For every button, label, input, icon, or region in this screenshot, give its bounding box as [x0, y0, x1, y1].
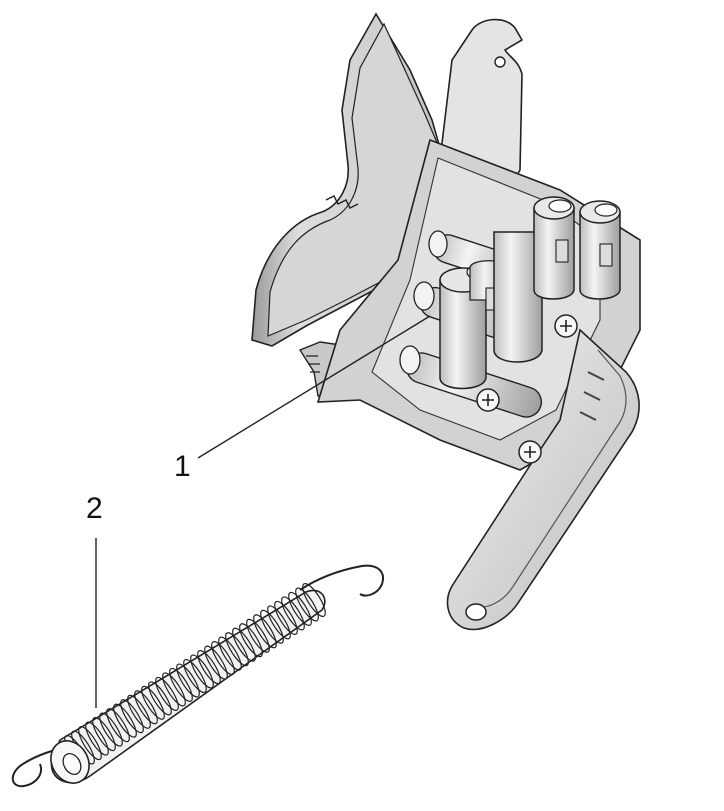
spring-hook-left [11, 745, 77, 788]
spring-coil-turn [141, 685, 165, 720]
lever-arm [446, 328, 640, 631]
spring-coil-turn [113, 703, 137, 738]
lever-end-hole [465, 603, 487, 621]
screw-2 [476, 388, 500, 412]
spring-coil-turn [190, 654, 214, 689]
hook-hole [494, 56, 506, 68]
spring-coil-turn [239, 623, 263, 658]
spring-coil-turn [78, 726, 102, 761]
spring-coil-turn [169, 667, 193, 702]
mechanism-assembly [251, 12, 641, 631]
spring-coil-turn [106, 708, 130, 743]
spring-coil-turn [92, 717, 116, 752]
wing-notch-teeth [325, 195, 359, 209]
spring-coil-turn [162, 672, 186, 707]
spring-coils [64, 582, 326, 770]
spring-end-coil-inner [62, 753, 82, 775]
screw-3 [518, 440, 542, 464]
spring-coil-turn [232, 627, 256, 662]
spring-coil-turn [176, 663, 200, 698]
spring-coil-turn [225, 632, 249, 667]
spring-coil-turn [197, 650, 221, 685]
wing-plate-front-face [267, 22, 441, 337]
callout-2: 2 [86, 492, 103, 708]
spring-coil-turn [155, 676, 179, 711]
lower-tab-teeth [306, 355, 320, 373]
callout-label-1: 1 [174, 450, 191, 483]
spring-coil-turn [85, 721, 109, 756]
lever-slots [579, 371, 605, 421]
spring-coil-turn [148, 681, 172, 716]
spring-coil-turn [127, 694, 151, 729]
spring-coil-turn [274, 600, 298, 635]
screw-1 [554, 314, 578, 338]
spring-coil-turn [302, 582, 326, 618]
spring-coil-turn [246, 618, 270, 653]
vertical-cylinder-middle [493, 196, 575, 363]
tension-spring [11, 564, 384, 788]
vertical-cylinder-right [579, 200, 621, 300]
spring-coil-turn [211, 641, 235, 676]
spring-hook-right [299, 564, 384, 597]
spring-coil-turn [260, 609, 284, 644]
spring-coil-turn [120, 699, 144, 734]
spring-coil-turn [183, 658, 207, 694]
spring-coil-turn [295, 587, 319, 622]
spring-coil-turn [134, 690, 158, 725]
spring-coil-turn [204, 645, 228, 680]
spring-coil-turn [288, 591, 312, 626]
spring-coil-turn [99, 712, 123, 747]
callout-label-2: 2 [86, 492, 103, 525]
spring-coil-turn [253, 614, 277, 649]
callout-1: 1 [174, 315, 431, 483]
spring-coil-turn [281, 596, 305, 631]
spring-coil-turn [267, 605, 291, 640]
spring-coil-turn [218, 636, 242, 671]
leader-line-1 [197, 315, 431, 459]
lever-arm-rib [475, 349, 627, 608]
